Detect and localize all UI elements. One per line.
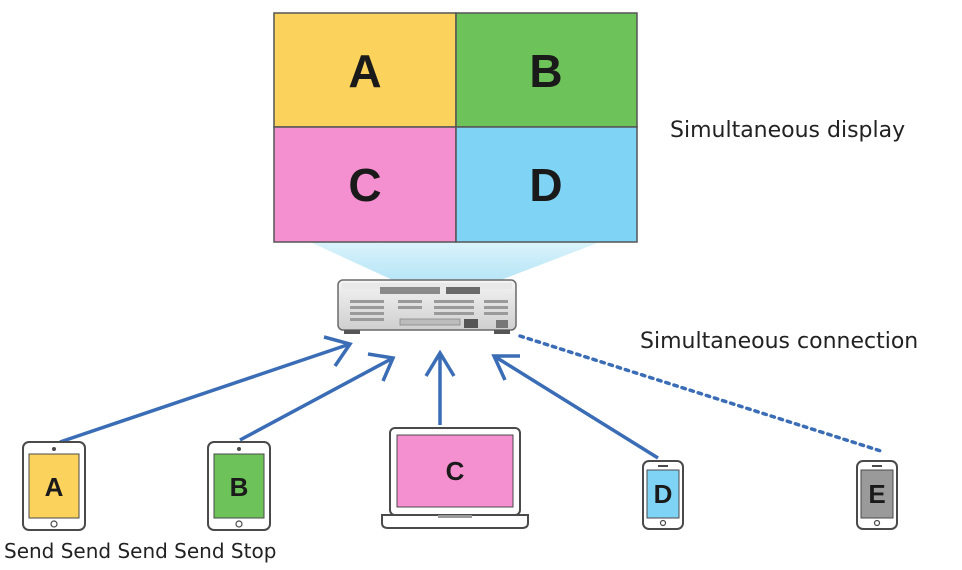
device-e-phone: E [856,460,898,530]
quadrant-b-label: B [529,45,562,97]
device-b-tablet: B [207,441,271,531]
simultaneous-connection-caption: Simultaneous connection [640,329,918,354]
quadrant-d-label: D [529,159,562,211]
device-e-label: E [868,479,885,509]
device-c-label: C [446,456,465,486]
arrow-from-device-c [424,349,456,425]
device-d-label: D [654,479,673,509]
projection-beam [310,242,600,288]
arrow-from-device-d [491,354,659,460]
device-a-tablet: A [22,441,86,531]
arrow-from-device-b [239,352,396,442]
send-status-row: Send Send Send Send Stop [4,539,276,563]
projected-screen: A B C D [273,12,638,243]
device-b-label: B [230,472,249,502]
quadrant-b [455,12,638,128]
quadrant-c-label: C [348,159,381,211]
quadrant-c [273,126,457,243]
device-a-label: A [45,472,64,502]
arrow-from-device-a [59,335,353,444]
simultaneous-display-caption: Simultaneous display [670,118,905,143]
dotted-link-device-e [518,334,886,454]
quadrant-a-label: A [348,45,381,97]
projector-icon [337,279,517,334]
connection-arrows [59,334,886,460]
quadrant-d [455,126,638,243]
device-d-phone: D [642,460,684,530]
device-c-laptop: C [381,427,529,529]
